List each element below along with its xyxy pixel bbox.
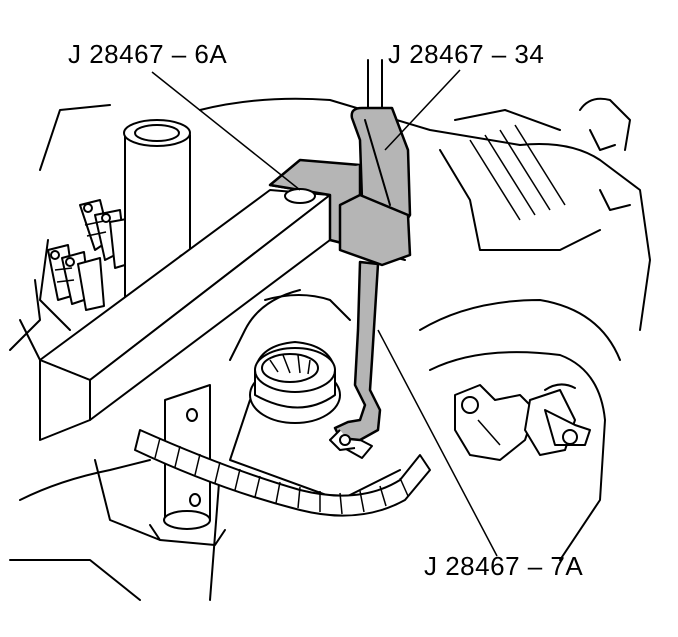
fixture-plate-6a bbox=[268, 158, 362, 247]
right-bracket bbox=[454, 383, 591, 461]
callout-tool-7a: J 28467 – 7A bbox=[424, 551, 584, 581]
engine-body-outline bbox=[9, 97, 651, 601]
callout-tool-34: J 28467 – 34 bbox=[388, 39, 545, 69]
adapter-7a bbox=[329, 193, 412, 451]
left-connectors bbox=[47, 199, 136, 311]
oil-filler-cap bbox=[249, 294, 351, 424]
callout-tool-6a: J 28467 – 6A bbox=[68, 39, 228, 69]
leader-lines bbox=[151, 69, 498, 557]
